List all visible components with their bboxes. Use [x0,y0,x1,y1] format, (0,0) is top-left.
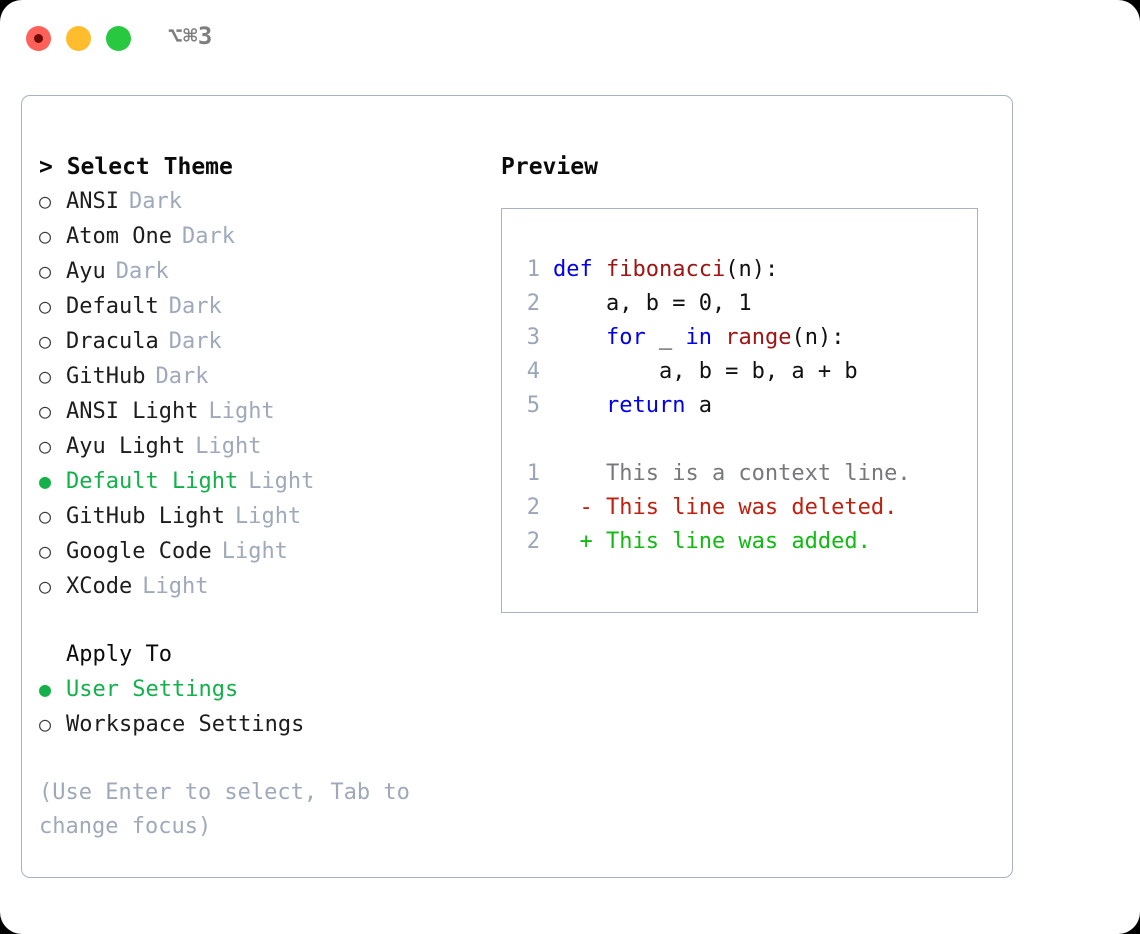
section-spacer [39,604,489,638]
radio-unselected-icon: ○ [39,539,52,563]
apply-to-list[interactable]: ● User Settings ○ Workspace Settings [39,672,489,742]
theme-option-label: Default Light [66,469,239,494]
code-line-3: 4 a, b = b, a + b [514,355,911,389]
theme-option-variant-tag: Light [248,469,315,494]
theme-option-6[interactable]: ○ ANSI Light Light [39,394,489,429]
diff-line-number: 2 [526,529,540,554]
theme-option-variant-tag: Dark [168,294,222,319]
radio-unselected-icon: ○ [39,294,52,318]
diff-line-text: - This line was deleted. [553,495,898,520]
diff-line-number: 1 [526,461,540,486]
diff-line-1: 2 - This line was deleted. [514,491,911,525]
theme-option-variant-tag: Light [234,504,302,529]
theme-option-variant-tag: Dark [128,189,182,214]
theme-option-label: Ayu Light [66,434,186,459]
minimize-window-button[interactable] [66,26,91,51]
apply-to-option-1[interactable]: ○ Workspace Settings [39,707,489,742]
theme-option-label: Default [66,294,159,319]
diff-line-text: + This line was added. [553,529,871,554]
radio-unselected-icon: ○ [39,504,52,528]
theme-option-label: Atom One [66,224,172,249]
code-line-number: 1 [526,257,540,282]
apply-to-option-0[interactable]: ● User Settings [39,672,489,707]
code-line-1: 2 a, b = 0, 1 [514,287,911,321]
theme-option-9[interactable]: ○ GitHub Light Light [39,499,489,534]
theme-option-variant-tag: Dark [168,329,222,354]
keyboard-shortcut-label: ⌥⌘3 [168,22,213,50]
theme-option-0[interactable]: ○ ANSI Dark [39,184,489,219]
diff-line-text: This is a context line. [553,461,911,486]
theme-option-1[interactable]: ○ Atom One Dark [39,219,489,254]
radio-selected-icon: ● [39,677,52,701]
theme-option-label: ANSI Light [66,399,199,424]
code-line-number: 2 [526,291,540,316]
theme-option-8[interactable]: ● Default Light Light [39,464,489,499]
theme-option-label: Dracula [66,329,159,354]
theme-option-label: XCode [66,574,133,599]
theme-option-variant-tag: Light [221,539,288,564]
code-line-text: return a [605,393,712,418]
radio-selected-icon: ● [39,469,52,493]
theme-option-11[interactable]: ○ XCode Light [39,569,489,604]
theme-option-7[interactable]: ○ Ayu Light Light [39,429,489,464]
apply-to-option-label: User Settings [66,677,239,702]
diff-line-2: 2 + This line was added. [514,525,911,559]
code-line-text: def fibonacci(n): [553,257,779,282]
theme-option-label: GitHub Light [66,504,225,529]
radio-unselected-icon: ○ [39,712,52,736]
theme-option-variant-tag: Dark [115,259,169,284]
theme-option-label: Ayu [66,259,106,284]
theme-option-2[interactable]: ○ Ayu Dark [39,254,489,289]
close-window-button[interactable] [26,26,51,51]
radio-unselected-icon: ○ [39,364,52,388]
radio-unselected-icon: ○ [39,399,52,423]
radio-unselected-icon: ○ [39,434,52,458]
code-line-2: 3 for _ in range(n): [514,321,911,355]
radio-unselected-icon: ○ [39,329,52,353]
code-line-number: 3 [526,325,540,350]
theme-option-4[interactable]: ○ Dracula Dark [39,324,489,359]
radio-unselected-icon: ○ [39,189,52,213]
theme-option-label: ANSI [66,189,119,214]
theme-option-10[interactable]: ○ Google Code Light [39,534,489,569]
code-line-text: a, b = b, a + b [553,359,858,384]
theme-option-variant-tag: Light [208,399,275,424]
apply-to-option-label: Workspace Settings [66,712,305,737]
theme-option-label: GitHub [66,364,146,389]
code-diff-spacer [514,423,911,457]
diff-line-0: 1 This is a context line. [514,457,911,491]
code-line-number: 4 [526,359,540,384]
theme-option-variant-tag: Dark [155,364,209,389]
code-line-number: 5 [526,393,540,418]
select-theme-heading: > Select Theme [39,154,233,180]
theme-option-variant-tag: Light [195,434,262,459]
theme-option-variant-tag: Dark [181,224,235,249]
radio-unselected-icon: ○ [39,259,52,283]
diff-line-number: 2 [526,495,540,520]
theme-option-5[interactable]: ○ GitHub Dark [39,359,489,394]
radio-unselected-icon: ○ [39,224,52,248]
title-bar: ⌥⌘3 [0,0,1140,78]
theme-option-3[interactable]: ○ Default Dark [39,289,489,324]
apply-to-heading: Apply To [66,642,172,667]
maximize-window-button[interactable] [106,26,131,51]
code-line-4: 5 return a [514,389,911,423]
code-line-0: 1 def fibonacci(n): [514,253,911,287]
keyboard-hint-text: (Use Enter to select, Tab to change focu… [39,780,424,839]
theme-option-label: Google Code [66,539,212,564]
theme-option-variant-tag: Light [142,574,209,599]
code-line-text: a, b = 0, 1 [553,291,752,316]
radio-unselected-icon: ○ [39,574,52,598]
preview-heading: Preview [501,154,598,180]
code-line-text: for _ in range(n): [605,325,845,350]
